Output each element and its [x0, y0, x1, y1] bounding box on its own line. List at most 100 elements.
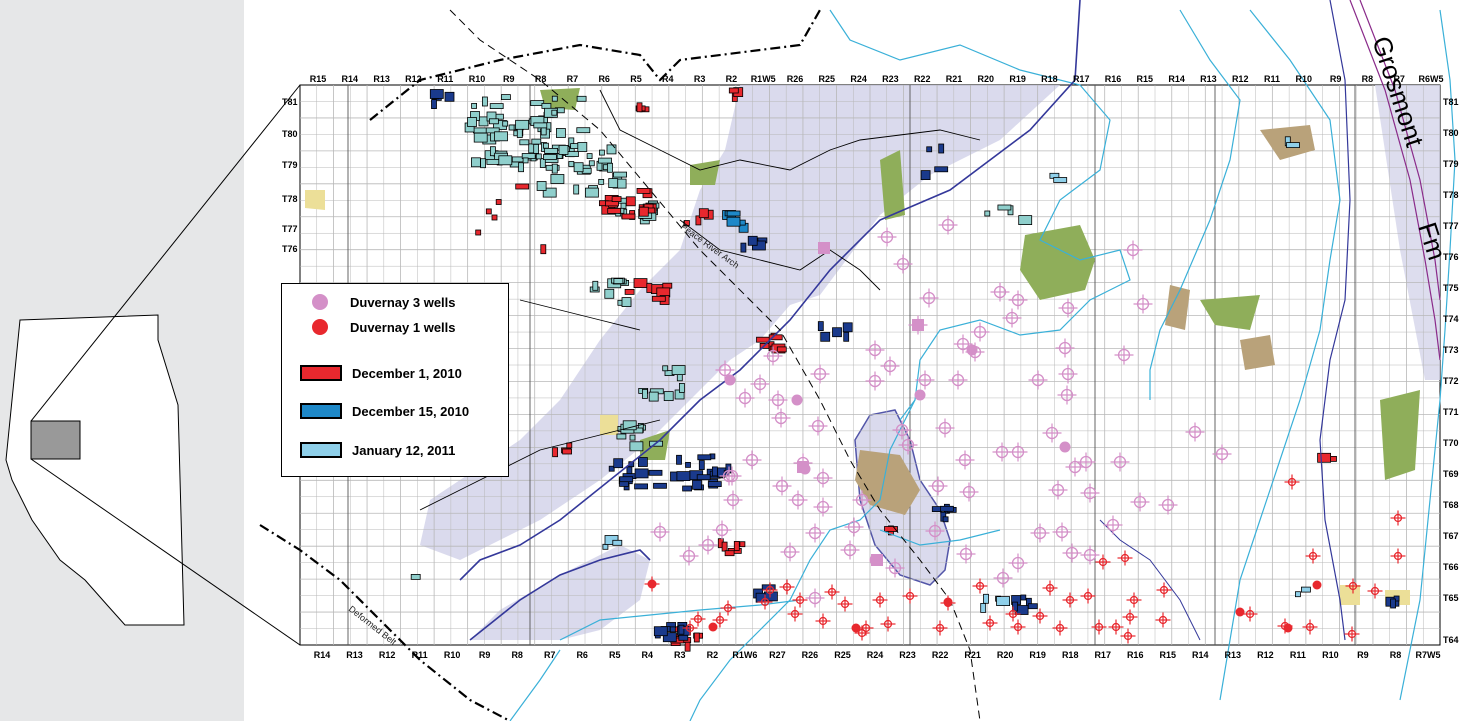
right-township-labels: T81T80T79T78T77T76T75T74T73T72T71T70T69T… [1443, 97, 1459, 645]
legend-swatch [300, 403, 342, 419]
land-parcel [662, 282, 673, 289]
township-label: T67 [1443, 531, 1459, 541]
reef-area-south [470, 545, 650, 640]
land-parcel [931, 506, 942, 513]
range-label: R4 [662, 74, 674, 84]
legend-label: December 15, 2010 [352, 403, 470, 419]
land-parcel [498, 155, 513, 166]
land-parcel [634, 483, 648, 490]
land-parcel [531, 138, 542, 145]
range-label: R26 [802, 650, 819, 660]
land-parcel [576, 95, 587, 102]
land-parcel [926, 146, 933, 153]
range-label: R11 [412, 650, 428, 660]
range-label: R12 [1232, 74, 1249, 84]
land-parcel [613, 171, 627, 178]
land-parcel [884, 526, 898, 532]
land-parcel [486, 158, 501, 165]
boundary-line [419, 419, 661, 511]
land-parcel [467, 117, 477, 127]
land-parcel [585, 187, 599, 198]
range-label: R21 [964, 650, 981, 660]
township-label: T76 [282, 244, 298, 254]
land-parcel [679, 382, 685, 393]
legend-swatch [312, 319, 328, 335]
land-parcel [540, 244, 547, 255]
range-label: R13 [346, 650, 363, 660]
land-parcel [696, 474, 711, 481]
land-parcel [562, 448, 572, 455]
land-sale-parcels [410, 87, 1400, 652]
tan-patch [1165, 285, 1190, 330]
range-label: R24 [867, 650, 884, 660]
range-label: R11 [1264, 74, 1280, 84]
land-parcel [940, 505, 954, 512]
land-parcel [598, 157, 612, 164]
land-parcel [695, 215, 702, 226]
well-dot [1235, 607, 1245, 617]
grosmont-shading [1375, 85, 1440, 380]
range-label: R3 [674, 650, 686, 660]
land-parcel [478, 116, 489, 127]
land-parcel [698, 208, 709, 219]
fault-lines [459, 0, 1441, 641]
land-parcel [613, 458, 624, 469]
land-parcel [728, 87, 739, 94]
land-parcel [608, 465, 615, 472]
range-label: R10 [1322, 650, 1339, 660]
legend-label: Duvernay 1 wells [350, 319, 456, 335]
inset-leader-top [30, 84, 301, 422]
land-parcel [726, 210, 741, 217]
land-parcel [842, 322, 853, 333]
land-parcel [776, 346, 787, 353]
land-parcel [481, 96, 488, 107]
land-parcel [997, 204, 1012, 211]
reef-area-main [420, 85, 1060, 560]
land-parcel [740, 242, 747, 253]
land-parcel [488, 118, 499, 125]
well-dot [647, 579, 657, 589]
duvernay-3-wells [650, 215, 1232, 608]
land-parcel [518, 162, 524, 173]
well-square [797, 461, 809, 473]
river [509, 649, 561, 721]
land-parcel [536, 181, 547, 191]
range-label: R3 [694, 74, 706, 84]
range-label: R2 [707, 650, 719, 660]
land-parcel [707, 481, 722, 488]
land-parcel [938, 143, 945, 154]
land-parcel [629, 434, 636, 441]
range-label: R15 [310, 74, 327, 84]
township-label: T78 [282, 194, 298, 204]
range-label: R17 [1094, 650, 1111, 660]
land-parcel [556, 128, 566, 138]
range-label: R24 [850, 74, 867, 84]
legend-item: Duvernay 1 wells [282, 319, 456, 335]
range-label: R4 [642, 650, 654, 660]
range-label: R15 [1137, 74, 1154, 84]
land-parcel [558, 144, 569, 155]
land-parcel [472, 127, 487, 134]
boundary-line [599, 89, 981, 171]
land-parcel [733, 541, 740, 551]
land-parcel [533, 122, 548, 129]
range-label: R16 [1127, 650, 1144, 660]
land-parcel [662, 632, 677, 643]
green-patch [880, 150, 905, 220]
dash-dot-lines [259, 9, 821, 721]
yellow-patch [600, 415, 618, 435]
range-label: R20 [997, 650, 1014, 660]
land-parcel [586, 153, 593, 160]
range-label: R21 [946, 74, 963, 84]
land-parcel [712, 466, 718, 477]
land-parcel [820, 331, 831, 342]
land-parcel [542, 187, 557, 198]
well-dot [966, 344, 978, 356]
land-parcel [684, 641, 691, 652]
range-label: R14 [1192, 650, 1209, 660]
land-parcel [682, 485, 692, 492]
green-patch [1200, 295, 1260, 330]
land-parcel [622, 420, 637, 431]
dashed-line [449, 9, 981, 721]
